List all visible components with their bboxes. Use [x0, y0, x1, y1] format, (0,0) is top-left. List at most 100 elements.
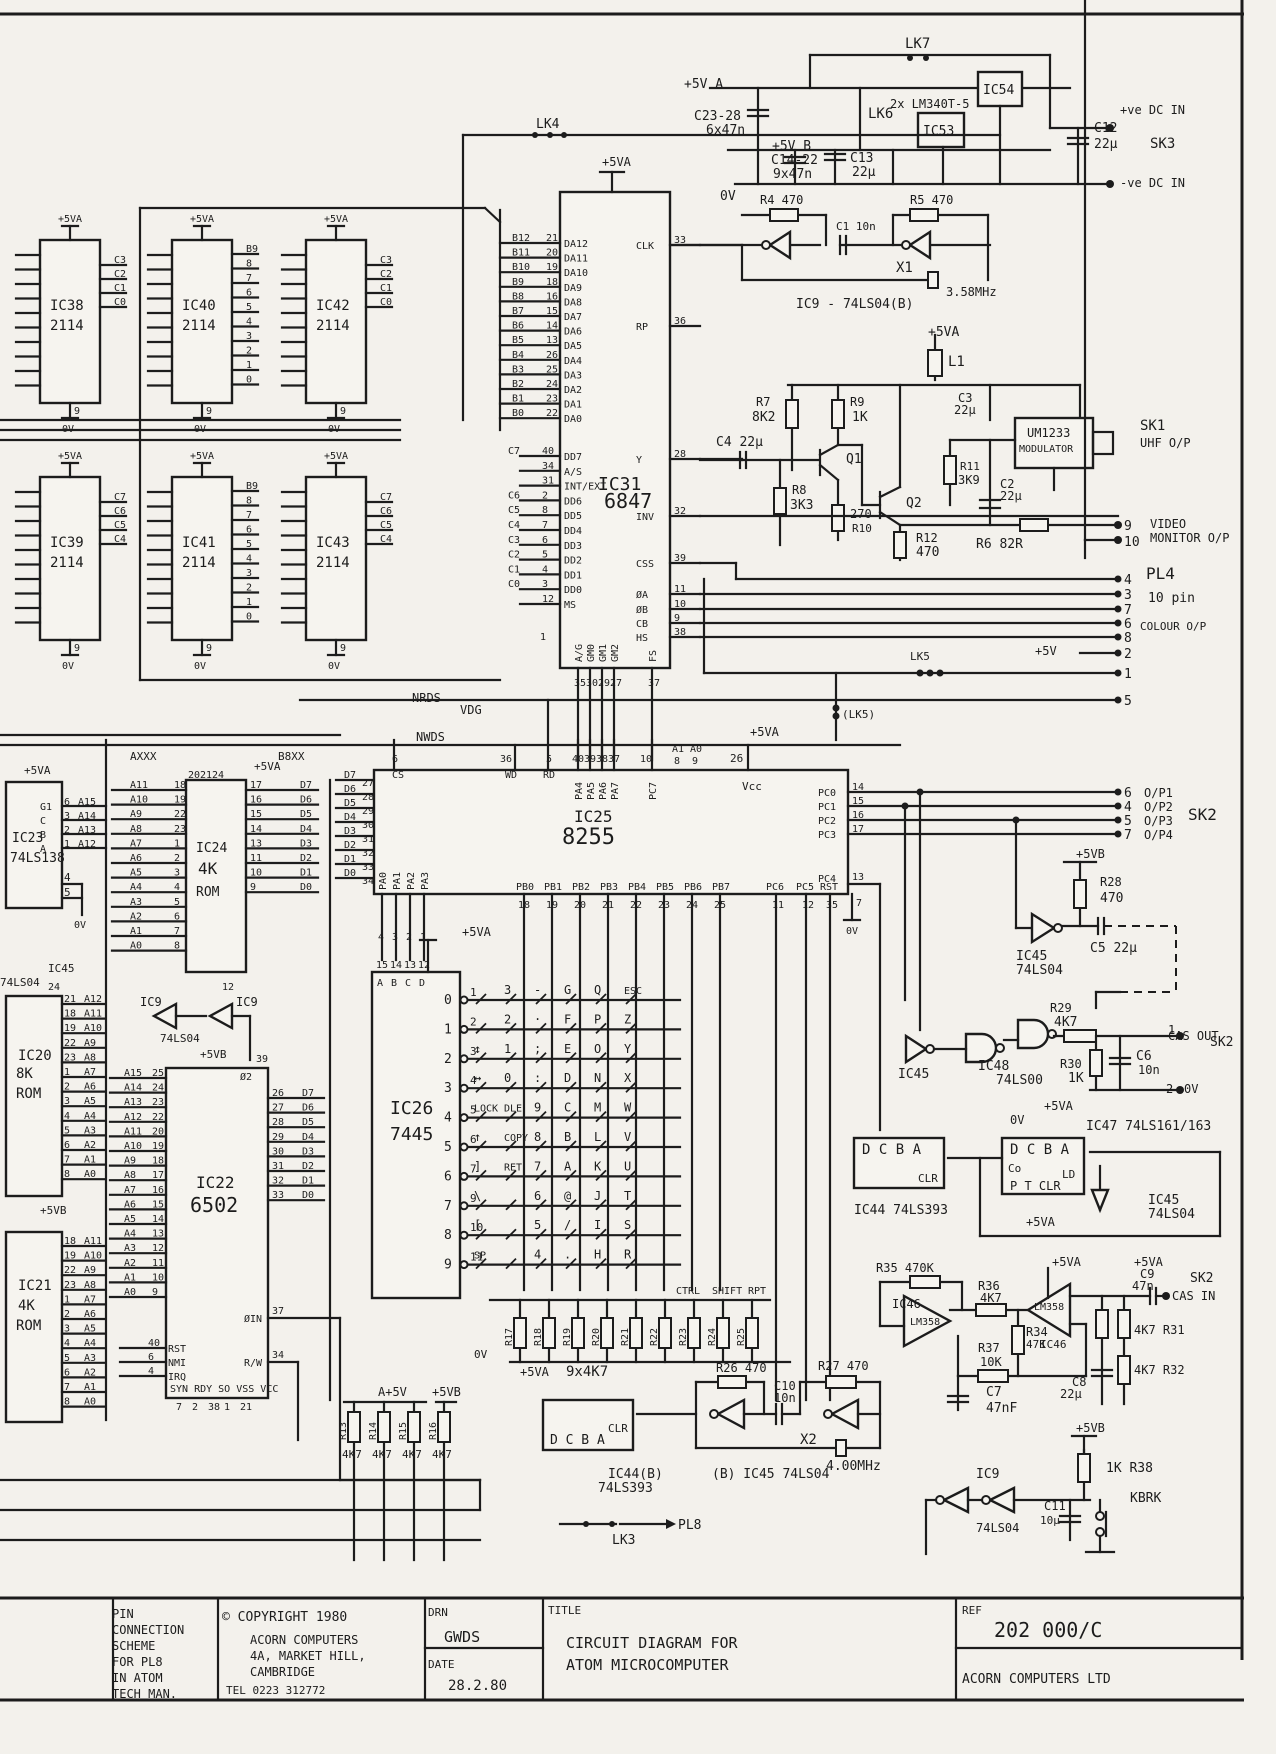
decoder-output-number: 2 — [444, 1052, 452, 1067]
pin-number: 6 — [470, 1133, 477, 1146]
lk4-label: LK4 — [536, 117, 560, 132]
pin-signal: ØIN — [244, 1313, 262, 1325]
key-switch — [505, 1052, 517, 1064]
pin-number: 6 — [64, 1140, 70, 1151]
pin-signal: DA11 — [564, 254, 588, 265]
pin-signal: DA0 — [564, 414, 582, 425]
c23-label: C23-28 — [694, 109, 741, 124]
data-label: D2 — [344, 840, 356, 851]
key-label: 7 — [534, 1159, 541, 1173]
key-switch — [505, 1169, 517, 1182]
pl4-pin-number: 6 — [1124, 617, 1132, 632]
ic9-clock-label: IC9 - 74LS04(B) — [796, 297, 913, 312]
pin-number: 23 — [64, 1052, 76, 1063]
key-switch — [595, 1140, 607, 1152]
key-label: · — [534, 1012, 541, 1026]
ic45-tag-part: 74LS04 — [0, 976, 40, 989]
pin-number: 3 — [392, 932, 398, 943]
pin-number: 33 — [362, 862, 374, 873]
pin-signal: PC5 — [796, 882, 814, 893]
key-switch — [535, 1022, 547, 1035]
pin-number: 10 — [674, 599, 686, 610]
ram-chip-label: IC42 — [316, 298, 350, 314]
v5b-label: +5V B — [772, 139, 811, 154]
ic44b-clr: CLR — [608, 1422, 628, 1435]
pin-number: 19 — [64, 1251, 76, 1262]
wire — [483, 206, 502, 224]
address-label: A2 — [84, 1367, 96, 1378]
c7-label: C7 — [986, 1385, 1002, 1400]
key-switch — [565, 1052, 577, 1064]
pin-number: 21 — [546, 233, 558, 244]
ram-bit-label: C5 — [380, 520, 392, 531]
ic47-co: Co — [1008, 1162, 1021, 1175]
decoder-output-number: 7 — [444, 1199, 452, 1214]
c5-label: C5 22µ — [1090, 941, 1137, 956]
pin-number: 1 — [64, 839, 70, 850]
pin-number: 3 — [470, 1045, 477, 1058]
pin-number: 21 — [200, 770, 212, 781]
ic21-size: 4K — [18, 1298, 35, 1314]
key-switch — [535, 1228, 547, 1240]
ppi-vcc: Vcc — [742, 780, 762, 793]
pin-signal: PB5 — [656, 882, 674, 893]
r9-label: R9 — [850, 395, 864, 409]
data-label: D0 — [300, 882, 312, 893]
pin-signal: PA4 — [574, 782, 585, 800]
pl4-pin-dot — [1114, 575, 1122, 583]
pin-number: 20 — [188, 770, 200, 781]
pin-number: 9 — [74, 643, 80, 654]
c1-label: C1 10n — [836, 220, 876, 233]
pin-signal: DD4 — [564, 526, 582, 537]
pin-number: 6 — [174, 911, 180, 922]
key-switch — [625, 1052, 637, 1064]
pin-number: 26 — [546, 350, 558, 361]
axxx-label: AXXX — [130, 750, 157, 763]
pin-number: 10 — [152, 1272, 164, 1283]
ram-vcc: +5VA — [324, 451, 348, 462]
r7-label: R7 — [756, 395, 770, 409]
pin-number: 4 — [64, 1111, 70, 1122]
address-label: A0 — [690, 744, 702, 755]
sk2-pin-number: 4 — [1124, 800, 1132, 815]
key-switch — [505, 1199, 517, 1211]
pin-number: 4 — [470, 1074, 477, 1087]
data-label: D6 — [302, 1103, 314, 1114]
pin-signal: G1 — [40, 802, 52, 813]
r37-value: 10K — [980, 1355, 1002, 1369]
ic9-inverter — [207, 1001, 234, 1031]
nwds-signal: NWDS — [416, 730, 445, 744]
ic24-type: ROM — [196, 885, 220, 900]
pin-number: 13 — [250, 838, 262, 849]
pullup-a5v: A+5V — [378, 1385, 407, 1399]
data-label: D4 — [344, 812, 356, 823]
clock-oscillator-2: D C B A CLR IC44(B) 74LS393 R26 470 R27 … — [541, 1359, 882, 1548]
ic20-label: IC20 — [18, 1048, 52, 1064]
ram-chip-part: 2114 — [50, 555, 84, 571]
data-label: D4 — [302, 1132, 314, 1143]
pin-number: 6 — [64, 1367, 70, 1378]
pin-number: 27 — [610, 678, 622, 689]
ram-chip-label: IC40 — [182, 298, 216, 314]
break-key-label: KBRK — [1130, 1491, 1161, 1506]
c10-label: C10 — [774, 1379, 796, 1393]
key-label: K — [594, 1159, 602, 1173]
cas-in-v5a: +5VA — [1052, 1255, 1082, 1269]
c10-value: 10n — [774, 1391, 796, 1405]
keyboard-pullup — [600, 1317, 614, 1349]
ram-bit-label: 7 — [246, 510, 252, 521]
output-bubble — [459, 1201, 469, 1211]
ic23-decoder — [4, 780, 64, 910]
address-label: A4 — [124, 1229, 136, 1240]
pin-signal: DD2 — [564, 556, 582, 567]
pin-signal: RP — [636, 322, 648, 333]
x1-frequency: 3.58MHz — [946, 285, 997, 299]
ram-chip-part: 2114 — [182, 555, 216, 571]
sk2-output-label: O/P2 — [1144, 800, 1173, 814]
address-label: A3 — [84, 1125, 96, 1136]
note-line: FOR PL8 — [112, 1655, 163, 1669]
ic44-clr: CLR — [918, 1172, 938, 1185]
video-out-label: VIDEO — [1150, 517, 1186, 531]
ram-vcc: +5VA — [58, 214, 82, 225]
pin-number: 3 — [64, 1324, 70, 1335]
